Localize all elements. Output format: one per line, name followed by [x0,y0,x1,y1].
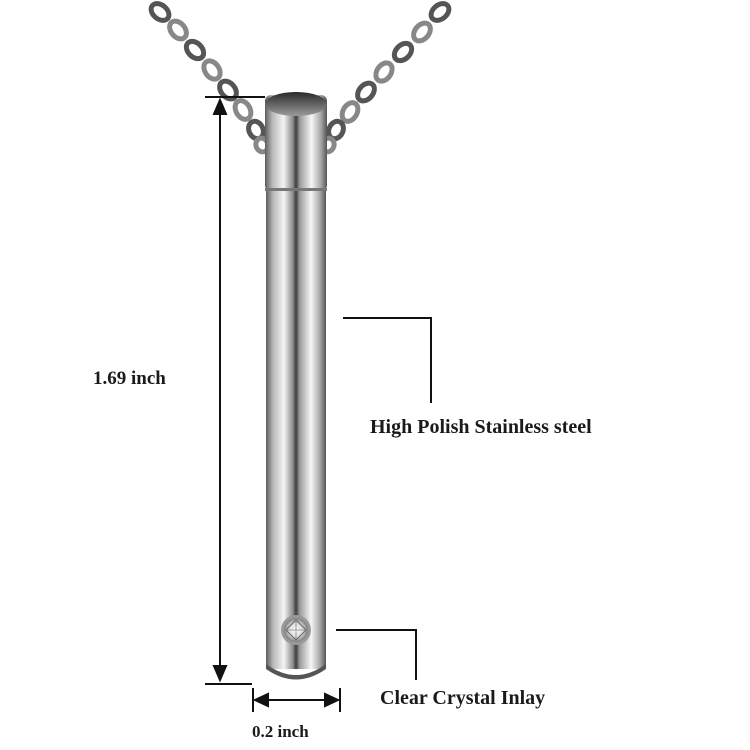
inlay-label: Clear Crystal Inlay [380,687,546,709]
crystal-inlay-icon [281,615,311,645]
inlay-callout-line [336,629,417,680]
pendant-bar [265,92,327,680]
width-dimension-line [252,688,341,712]
material-label: High Polish Stainless steel [370,416,592,438]
width-label: 0.2 inch [252,722,309,741]
height-dimension-line [205,96,265,685]
height-label: 1.69 inch [93,368,166,389]
material-callout-line [343,317,432,403]
